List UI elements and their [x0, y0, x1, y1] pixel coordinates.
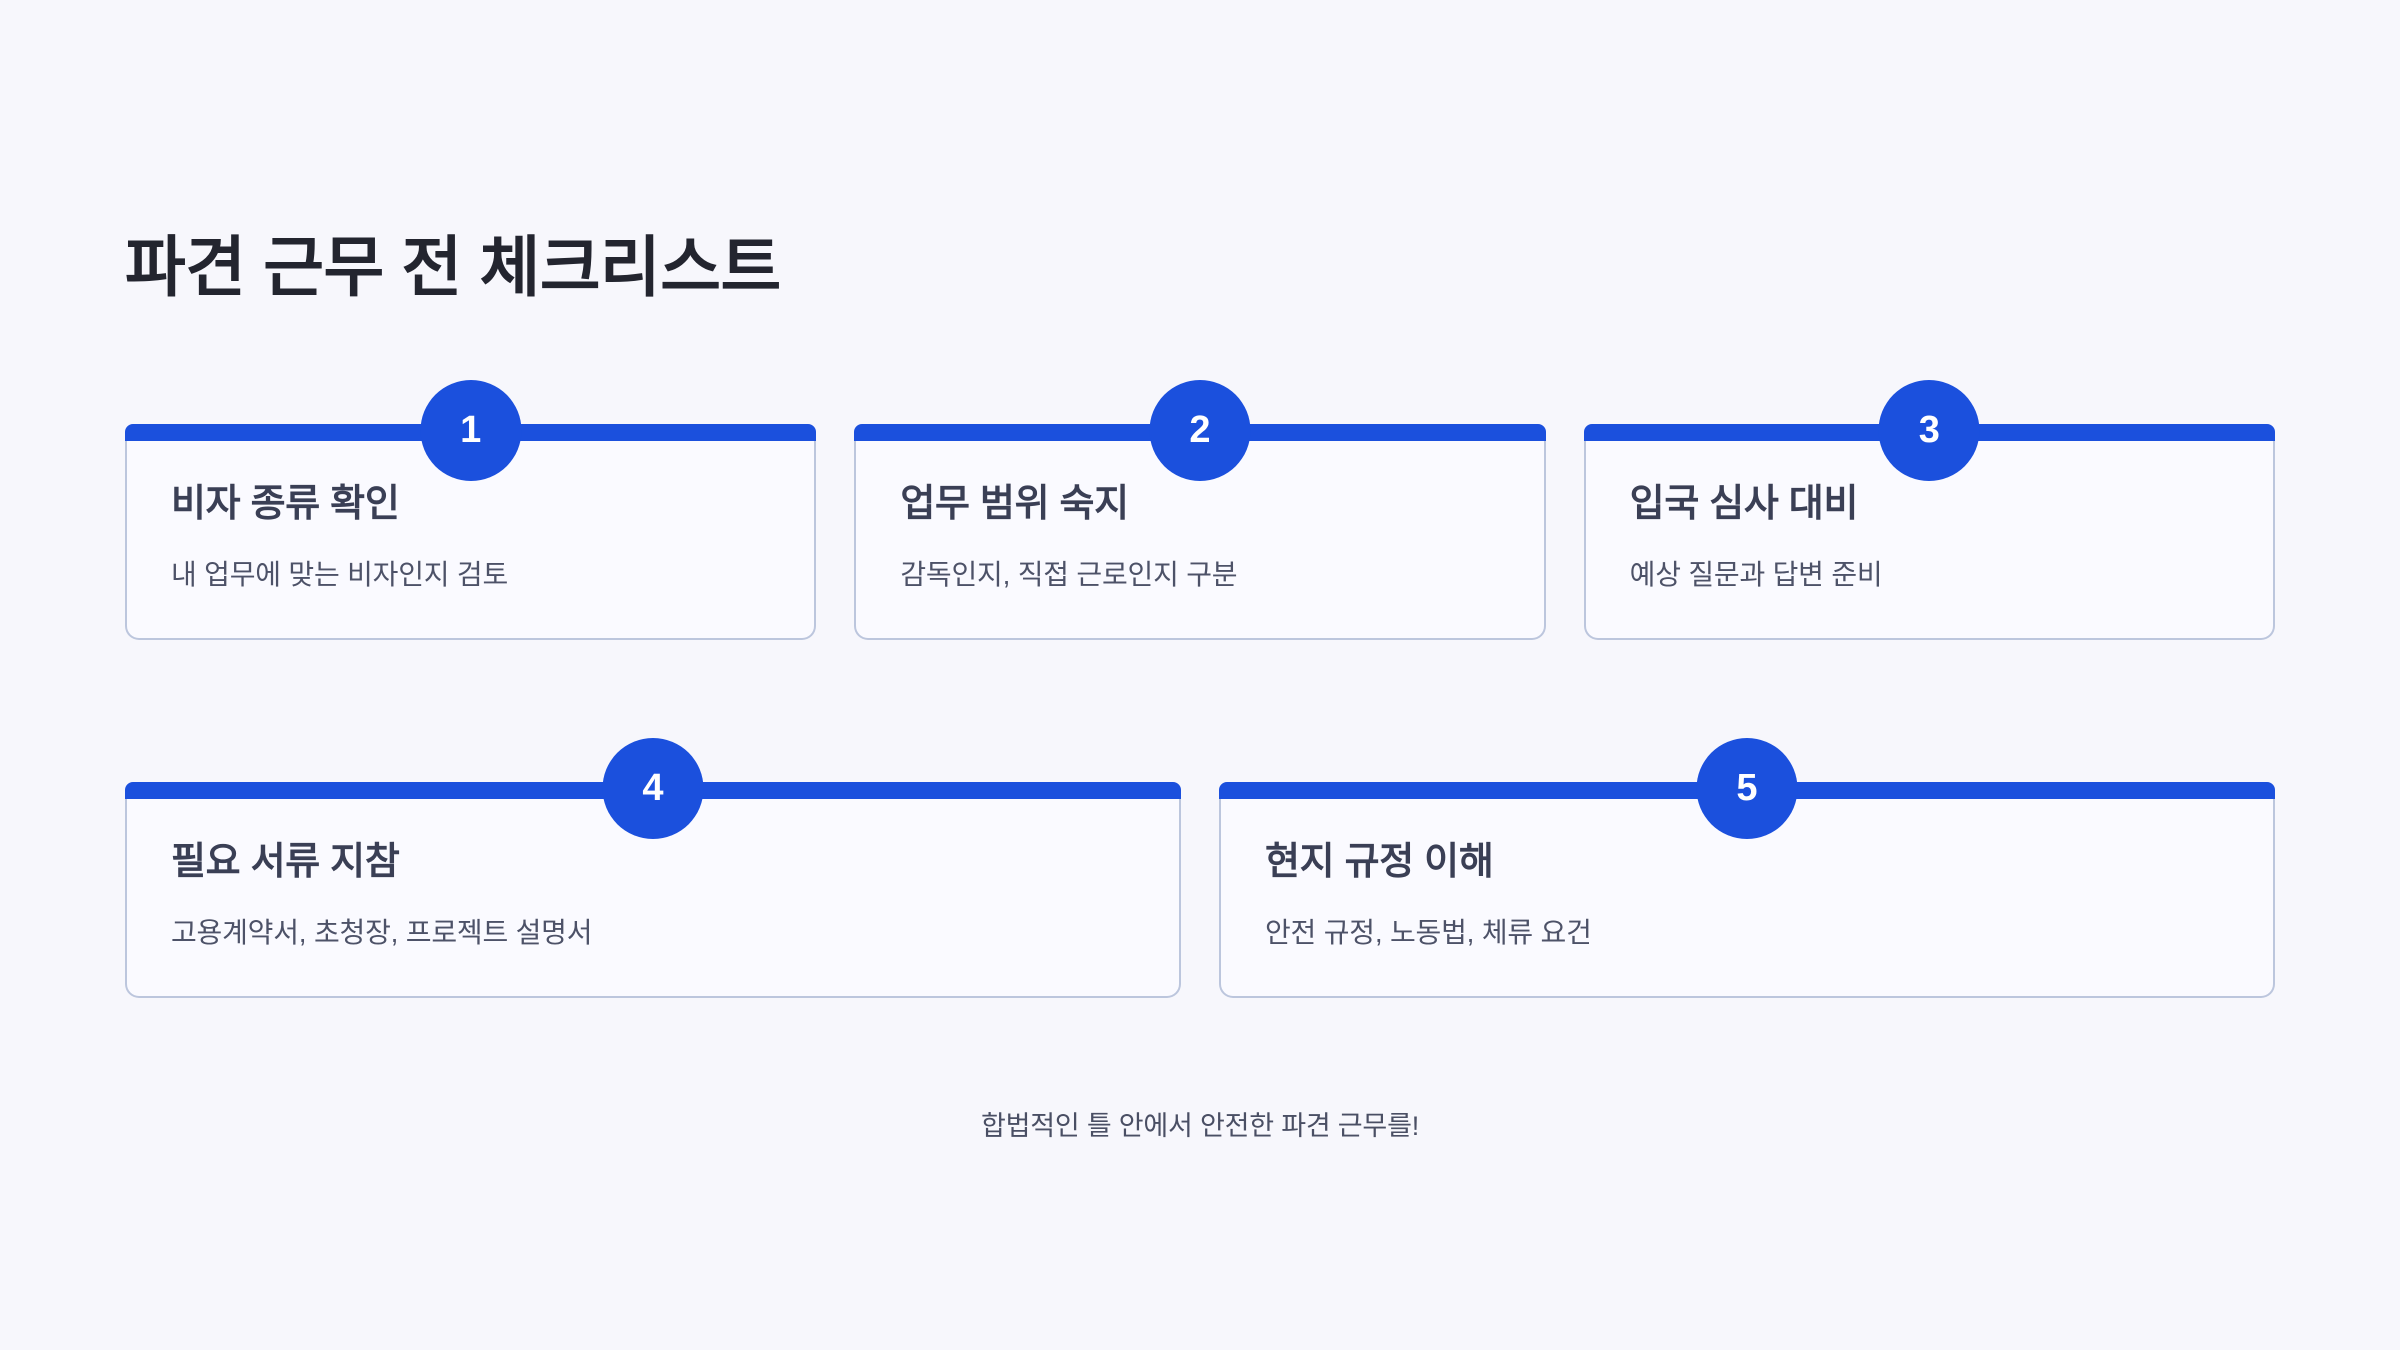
card-body: 비자 종류 확인 내 업무에 맞는 비자인지 검토	[125, 428, 817, 640]
card-title: 입국 심사 대비	[1629, 483, 1859, 525]
footer-note: 합법적인 틀 안에서 안전한 파견 근무를!	[980, 1111, 1420, 1141]
checklist-item-5[interactable]: 5 현지 규정 이해 안전 규정, 노동법, 체류 요건	[1219, 738, 2275, 998]
card-description: 내 업무에 맞는 비자인지 검토	[171, 559, 509, 591]
card-title: 필요 서류 지참	[171, 841, 400, 883]
card-title: 업무 범위 숙지	[900, 483, 1129, 525]
card-description: 감독인지, 직접 근로인지 구분	[900, 559, 1238, 591]
step-number-badge: 3	[1878, 380, 1980, 481]
step-number-badge: 1	[420, 380, 522, 481]
card-description: 예상 질문과 답변 준비	[1629, 559, 1883, 591]
card-description: 안전 규정, 노동법, 체류 요건	[1265, 917, 1592, 949]
step-number-badge: 4	[602, 738, 704, 839]
checklist-row-2: 4 필요 서류 지참 고용계약서, 초청장, 프로젝트 설명서 5 현지 규정 …	[125, 738, 2275, 998]
checklist-item-2[interactable]: 2 업무 범위 숙지 감독인지, 직접 근로인지 구분	[854, 380, 1546, 640]
page-title: 파견 근무 전 체크리스트	[125, 230, 781, 305]
checklist-row-1: 1 비자 종류 확인 내 업무에 맞는 비자인지 검토 2 업무 범위 숙지 감…	[125, 380, 2275, 640]
checklist-item-3[interactable]: 3 입국 심사 대비 예상 질문과 답변 준비	[1583, 380, 2275, 640]
card-description: 고용계약서, 초청장, 프로젝트 설명서	[171, 917, 593, 949]
card-title: 현지 규정 이해	[1265, 841, 1494, 883]
checklist-item-1[interactable]: 1 비자 종류 확인 내 업무에 맞는 비자인지 검토	[125, 380, 817, 640]
step-number-badge: 2	[1149, 380, 1251, 481]
step-number-badge: 5	[1696, 738, 1798, 839]
checklist-item-4[interactable]: 4 필요 서류 지참 고용계약서, 초청장, 프로젝트 설명서	[125, 738, 1181, 998]
card-title: 비자 종류 확인	[171, 483, 400, 525]
